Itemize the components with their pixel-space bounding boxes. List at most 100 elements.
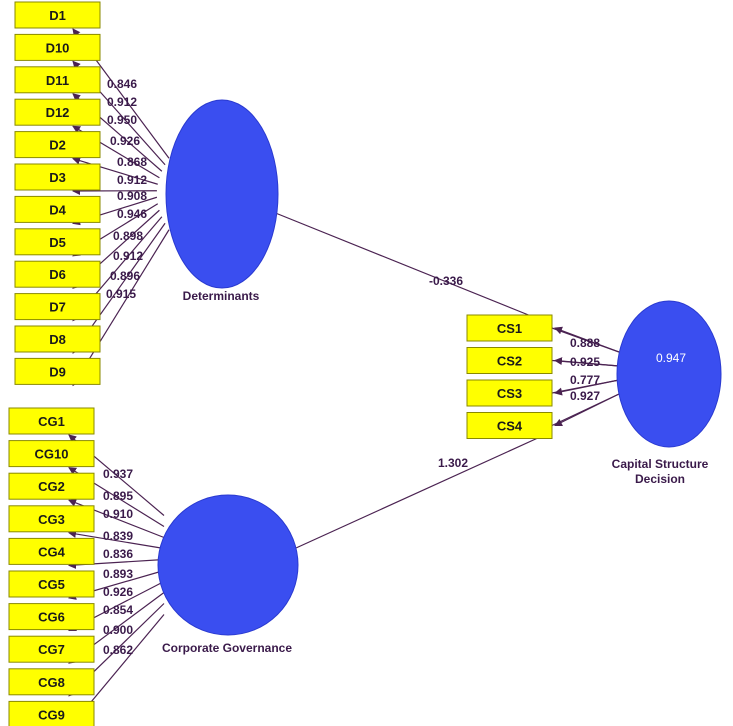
indicator-box[interactable] (8, 407, 95, 435)
indicator-box[interactable] (14, 325, 101, 353)
indicator-label: D6 (49, 267, 66, 282)
indicator-label: D4 (49, 202, 66, 217)
loading-value-CG9: 0.862 (103, 643, 133, 657)
indicator-box[interactable] (14, 163, 101, 191)
path-coefficient-0: -0.336 (429, 274, 463, 288)
loading-value-CG6: 0.926 (103, 585, 133, 599)
loading-value-CS4: 0.927 (570, 389, 600, 403)
indicator-CG9[interactable]: CG9 (8, 700, 95, 726)
indicator-box[interactable] (8, 668, 95, 696)
loading-value-CS1: 0.888 (570, 336, 600, 350)
indicator-D11[interactable]: D11 (14, 66, 101, 94)
indicator-label: D8 (49, 332, 66, 347)
indicator-box[interactable] (14, 33, 101, 61)
indicator-label: CG2 (38, 479, 65, 494)
indicator-CS3[interactable]: CS3 (466, 379, 553, 407)
indicator-label: D12 (46, 105, 70, 120)
indicator-box[interactable] (14, 260, 101, 288)
indicator-box[interactable] (8, 537, 95, 565)
loading-value-D8: 0.896 (110, 269, 140, 283)
loading-value-CG8: 0.900 (103, 623, 133, 637)
indicator-box[interactable] (14, 228, 101, 256)
indicator-box[interactable] (8, 700, 95, 726)
indicator-D6[interactable]: D6 (14, 260, 101, 288)
loading-value-D12: 0.926 (110, 134, 140, 148)
indicator-CG2[interactable]: CG2 (8, 472, 95, 500)
indicator-box[interactable] (8, 472, 95, 500)
indicator-D10[interactable]: D10 (14, 33, 101, 61)
latent-cg[interactable] (157, 494, 299, 636)
latent-det[interactable] (165, 99, 279, 289)
indicator-CG7[interactable]: CG7 (8, 635, 95, 663)
indicator-CS4[interactable]: CS4 (466, 412, 553, 439)
indicator-label: CG3 (38, 512, 65, 527)
loading-value-CS2: 0.925 (570, 355, 600, 369)
indicator-box[interactable] (8, 635, 95, 663)
indicator-box[interactable] (8, 570, 95, 598)
indicator-box[interactable] (466, 347, 553, 374)
indicator-CG5[interactable]: CG5 (8, 570, 95, 598)
loading-value-CS3: 0.777 (570, 373, 600, 387)
indicator-box[interactable] (8, 603, 95, 631)
indicator-label: CG9 (38, 707, 65, 722)
loading-value-CG2: 0.910 (103, 507, 133, 521)
loading-value-D10: 0.912 (107, 95, 137, 109)
indicator-box[interactable] (466, 379, 553, 407)
indicator-D9[interactable]: D9 (14, 357, 101, 385)
loading-value-CG10: 0.895 (103, 489, 133, 503)
indicator-D7[interactable]: D7 (14, 293, 101, 321)
indicator-label: D11 (46, 73, 69, 88)
indicator-D2[interactable]: D2 (14, 131, 101, 159)
indicator-D8[interactable]: D8 (14, 325, 101, 353)
indicator-label: CG5 (38, 577, 65, 592)
latent-label: Corporate Governance (162, 641, 292, 655)
path-edge-1 (295, 436, 541, 549)
loading-value-CG4: 0.836 (103, 547, 133, 561)
indicator-D3[interactable]: D3 (14, 163, 101, 191)
indicator-label: D1 (49, 8, 66, 23)
indicator-box[interactable] (14, 1, 101, 29)
indicator-label: CG10 (35, 447, 69, 462)
loading-value-CG3: 0.839 (103, 529, 133, 543)
indicator-label: CS3 (497, 386, 522, 401)
indicator-CG6[interactable]: CG6 (8, 603, 95, 631)
indicator-box[interactable] (14, 66, 101, 94)
loading-edge-CG3 (68, 529, 165, 550)
indicator-box[interactable] (14, 195, 101, 223)
indicator-CG4[interactable]: CG4 (8, 537, 95, 565)
indicator-box[interactable] (14, 131, 101, 159)
indicator-D4[interactable]: D4 (14, 195, 101, 223)
indicator-label: D3 (49, 170, 66, 185)
indicator-box[interactable] (466, 412, 553, 439)
indicator-CG8[interactable]: CG8 (8, 668, 95, 696)
latent-ellipse[interactable] (165, 99, 279, 289)
indicator-CG1[interactable]: CG1 (8, 407, 95, 435)
indicator-D1[interactable]: D1 (14, 1, 101, 29)
loading-value-D1: 0.846 (107, 77, 137, 91)
latent-ellipse[interactable] (616, 300, 722, 448)
indicator-label: CG8 (38, 675, 65, 690)
latent-ellipse[interactable] (157, 494, 299, 636)
indicator-D12[interactable]: D12 (14, 98, 101, 126)
indicator-label: CS4 (497, 419, 523, 434)
indicator-box[interactable] (8, 505, 95, 533)
r-squared-value: 0.947 (656, 351, 686, 365)
loading-value-D3: 0.912 (117, 173, 147, 187)
loading-value-D6: 0.898 (113, 229, 143, 243)
indicator-D5[interactable]: D5 (14, 228, 101, 256)
indicator-box[interactable] (14, 293, 101, 321)
latent-csd[interactable]: 0.947 (616, 300, 722, 448)
indicator-CS2[interactable]: CS2 (466, 347, 553, 374)
loading-value-CG7: 0.854 (103, 603, 133, 617)
indicator-label: CS2 (497, 354, 522, 369)
indicator-box[interactable] (8, 440, 95, 468)
indicator-CS1[interactable]: CS1 (466, 314, 553, 342)
indicator-box[interactable] (466, 314, 553, 342)
indicator-CG3[interactable]: CG3 (8, 505, 95, 533)
indicator-box[interactable] (14, 357, 101, 385)
indicator-CG10[interactable]: CG10 (8, 440, 95, 468)
indicator-box[interactable] (14, 98, 101, 126)
latent-label: Determinants (183, 289, 260, 303)
indicator-label: CS1 (497, 321, 522, 336)
